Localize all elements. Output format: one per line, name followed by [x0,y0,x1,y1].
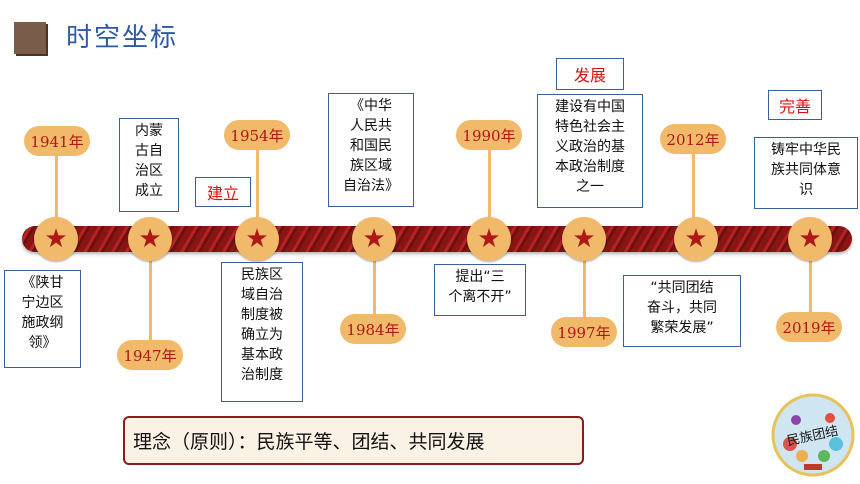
event-line: 民族区 [241,267,283,283]
event-1947: 内蒙 古自 治区 成立 [119,118,179,212]
year-2012: 2012年 [660,124,726,154]
event-line: 个离不开” [448,289,512,305]
connector-1954 [256,149,259,225]
event-line: 内蒙 [135,123,163,139]
connector-1997 [583,255,586,317]
event-line: 施政纲 [21,315,64,331]
star-icon-1990: ★ [467,217,511,261]
event-line: 本政治制度 [555,159,625,175]
event-line: 域自治 [241,287,283,303]
event-1990: 提出“三 个离不开” [434,264,526,316]
event-line: 和国民 [350,138,392,154]
event-line: 领》 [28,335,57,351]
event-line: 治区 [135,163,163,179]
event-line: 《中华 [350,98,392,114]
event-line: 基本政 [241,347,283,363]
event-line: 铸牢中华民 [771,142,841,158]
page-title: 时空坐标 [66,23,179,53]
connector-1990 [488,149,491,225]
event-line: 之一 [576,179,604,195]
event-line: 繁荣发展” [650,320,714,336]
event-line: 成立 [135,183,163,199]
year-2019: 2019年 [776,312,842,342]
event-2012: “共同团结 奋斗，共同 繁荣发展” [623,275,741,347]
event-1941: 《陕甘 宁边区 施政纲 领》 [4,270,81,368]
year-1947: 1947年 [117,340,183,370]
year-1997: 1997年 [551,317,617,347]
star-icon-1997: ★ [562,217,606,261]
year-1990: 1990年 [456,120,522,150]
connector-2019 [809,255,812,313]
event-1954: 民族区 域自治 制度被 确立为 基本政 治制度 [221,262,303,402]
star-icon-1984: ★ [352,217,396,261]
title-square-icon [14,22,46,54]
event-2019: 铸牢中华民 族共同体意 识 [754,137,858,209]
star-icon-1947: ★ [128,217,172,261]
tag-establish: 建立 [195,177,251,207]
event-line: 建设有中国 [555,99,625,115]
event-line: 族共同体意 [771,162,841,178]
event-1984: 《中华 人民共 和国民 族区域 自治法》 [328,93,414,207]
event-line: 特色社会主 [555,119,625,135]
event-line: “共同团结 [650,280,714,296]
event-line: 提出“三 [455,269,505,285]
event-line: 《陕甘 [21,275,64,291]
event-line: 识 [799,182,813,198]
tag-develop: 发展 [556,58,624,90]
event-line: 确立为 [241,327,283,343]
event-line: 族区域 [350,158,392,174]
tag-improve: 完善 [768,90,822,120]
star-icon-2019: ★ [788,217,832,261]
event-line: 古自 [135,143,163,159]
event-line: 义政治的基 [555,139,625,155]
connector-1941 [55,155,58,225]
star-icon-1941: ★ [34,217,78,261]
event-line: 自治法》 [343,178,399,194]
connector-2012 [692,154,695,224]
event-line: 制度被 [241,307,283,323]
concept-box: 理念（原则）：民族平等、团结、共同发展 [123,416,584,465]
event-line: 治制度 [241,367,283,383]
connector-1984 [373,255,376,315]
year-1954: 1954年 [224,120,290,150]
star-icon-2012: ★ [674,217,718,261]
connector-1947 [149,255,152,340]
star-icon-1954: ★ [235,217,279,261]
event-1997: 建设有中国 特色社会主 义政治的基 本政治制度 之一 [537,94,643,208]
year-1984: 1984年 [340,314,406,344]
event-line: 宁边区 [21,295,64,311]
event-line: 人民共 [350,118,392,134]
event-line: 奋斗，共同 [647,300,717,316]
year-1941: 1941年 [24,126,90,156]
ethnic-unity-badge: 民族团结 [771,393,855,477]
